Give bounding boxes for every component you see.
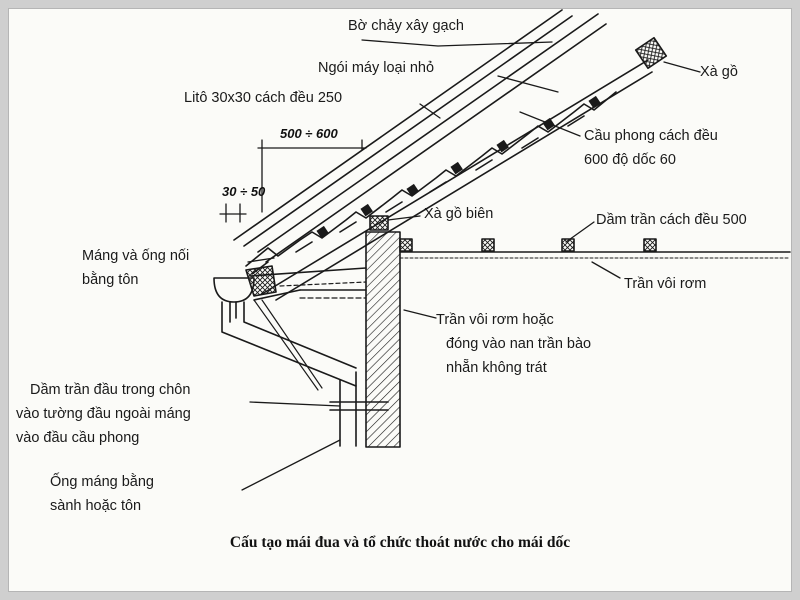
figure-caption: Cấu tạo mái đua và tổ chức thoát nước ch…	[229, 534, 571, 551]
downpipe	[221, 299, 389, 447]
label-eave-ceiling-line3: nhẵn không trát	[446, 360, 547, 376]
label-joist-end-line1: Dầm trần đầu trong chôn	[30, 382, 191, 398]
eave-ceiling	[249, 267, 367, 301]
roof-tile-surface	[233, 9, 607, 263]
dimension-lines	[219, 139, 367, 223]
label-roof-tiles: Ngói máy loại nhỏ	[318, 60, 435, 76]
label-downpipe-line2: sành hoặc tôn	[50, 498, 142, 514]
label-rafter-line2: 600 độ dốc 60	[584, 152, 676, 168]
dimension-spacing: 500 ÷ 600	[280, 126, 338, 141]
label-gutter-line2: bằng tôn	[82, 272, 139, 288]
label-purlin: Xà gồ	[700, 64, 738, 80]
brick-wall	[365, 231, 401, 448]
battens	[316, 95, 601, 239]
edge-purlin	[369, 215, 389, 231]
roof-tiles	[245, 91, 617, 267]
label-joist-end-line3: vào đầu cầu phong	[16, 430, 140, 446]
label-eave-ceiling-line2: đóng vào nan trần bào	[446, 336, 592, 352]
gutter	[213, 265, 277, 323]
label-straw-ceiling: Trần vôi rơm	[624, 276, 707, 292]
rafter	[261, 59, 653, 301]
label-edge-purlin: Xà gồ biên	[424, 206, 494, 222]
label-ceiling-joist: Dầm trần cách đều 500	[596, 212, 747, 228]
ceiling	[399, 238, 791, 259]
label-gutter-line1: Máng và ống nối	[82, 248, 190, 264]
label-eave-ceiling-line1: Trần vôi rơm hoặc	[436, 312, 554, 328]
label-rafter-line1: Cầu phong cách đều	[584, 128, 718, 144]
purlin	[634, 36, 668, 70]
label-downpipe-line1: Ống máng bằng	[50, 474, 154, 490]
label-battens: Litô 30x30 cách đều 250	[184, 90, 343, 106]
leader-lines	[241, 39, 701, 491]
dimension-height: 30 ÷ 50	[222, 184, 266, 199]
label-joist-end-line2: vào tường đầu ngoài máng	[16, 406, 191, 422]
label-ridge-brick: Bờ chảy xây gạch	[348, 18, 464, 34]
